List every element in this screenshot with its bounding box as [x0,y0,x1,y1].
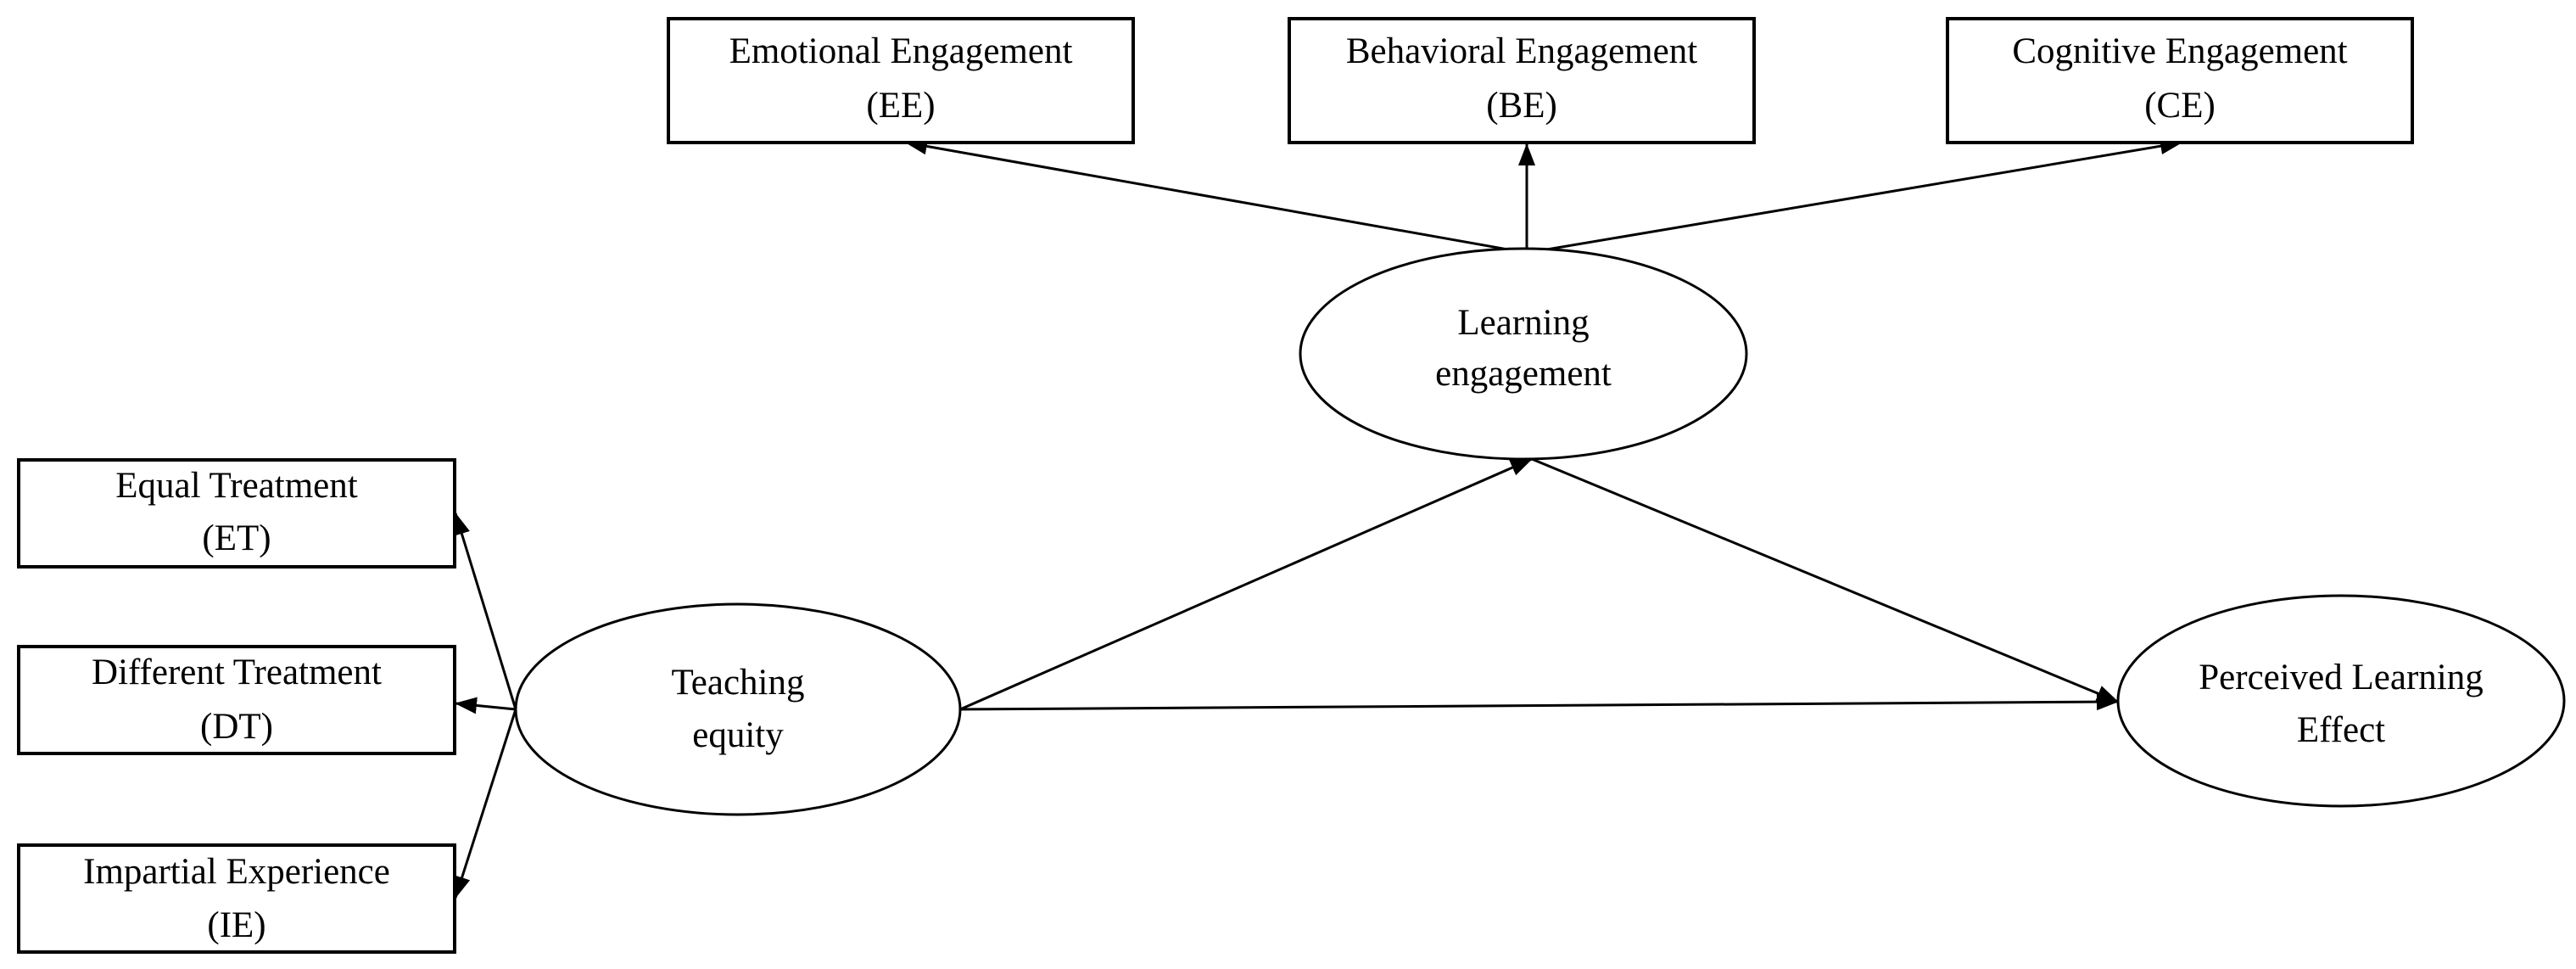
ellipse-learning-engagement-line1: Learning [1457,303,1589,343]
ellipse-teaching-equity: Teaching equity [514,602,962,816]
box-different-treatment-abbr: (DT) [200,707,273,747]
arrow-learning-engagement-to-ee [905,137,1528,255]
box-impartial-experience: Impartial Experience (IE) [17,843,456,954]
box-behavioral-engagement: Behavioral Engagement (BE) [1288,17,1756,144]
arrow-teaching-equity-to-learning-engagement [959,457,1533,711]
arrow-teaching-equity-to-ie [454,709,517,899]
box-behavioral-engagement-name: Behavioral Engagement [1346,31,1697,71]
ellipse-perceived-learning-effect-line2: Effect [2297,710,2385,750]
ellipse-learning-engagement: Learning engagement [1299,247,1748,461]
box-different-treatment-name: Different Treatment [92,653,382,692]
box-impartial-experience-name: Impartial Experience [83,852,390,892]
ellipse-teaching-equity-line2: equity [692,715,784,755]
box-cognitive-engagement-name: Cognitive Engagement [2012,31,2347,71]
box-behavioral-engagement-abbr: (BE) [1486,86,1557,126]
arrow-learning-engagement-to-perceived-effect [1531,457,2119,703]
ellipse-perceived-learning-effect-line1: Perceived Learning [2199,658,2483,697]
arrow-teaching-equity-to-dt [455,697,517,714]
ellipse-learning-engagement-line2: engagement [1435,354,1612,394]
box-cognitive-engagement-abbr: (CE) [2144,86,2216,126]
box-equal-treatment-name: Equal Treatment [115,466,357,506]
ellipse-perceived-learning-effect: Perceived Learning Effect [2116,594,2566,808]
box-equal-treatment-abbr: (ET) [202,518,271,558]
box-equal-treatment: Equal Treatment (ET) [17,458,456,569]
edges [453,137,2182,899]
ellipse-teaching-equity-line1: Teaching [672,663,805,703]
box-emotional-engagement-name: Emotional Engagement [729,31,1073,71]
box-emotional-engagement-abbr: (EE) [866,86,935,126]
box-different-treatment: Different Treatment (DT) [17,645,456,755]
arrow-teaching-equity-to-et [453,513,517,710]
box-cognitive-engagement: Cognitive Engagement (CE) [1946,17,2414,144]
arrow-learning-engagement-to-ce [1526,137,2182,255]
arrow-teaching-equity-to-perceived-effect [959,693,2119,711]
box-impartial-experience-abbr: (IE) [207,905,265,945]
box-emotional-engagement: Emotional Engagement (EE) [667,17,1135,144]
